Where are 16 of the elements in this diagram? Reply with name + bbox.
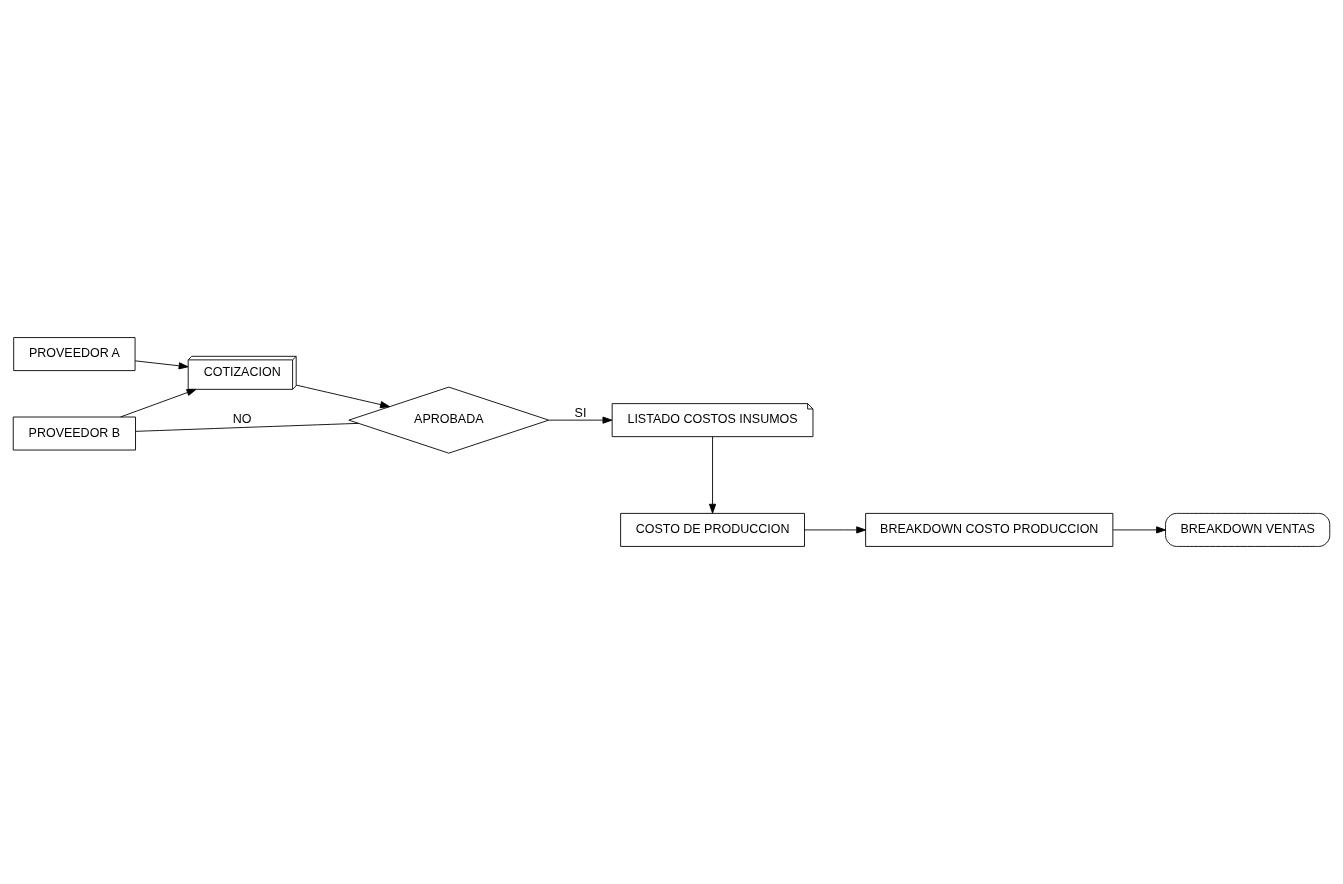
node-box: PROVEEDOR A bbox=[13, 337, 136, 372]
connector bbox=[135, 422, 359, 432]
node-box: COSTO DE PRODUCCION bbox=[620, 512, 805, 547]
edge-label: NO bbox=[232, 411, 252, 426]
arrow bbox=[295, 384, 390, 409]
node-box: PROVEEDOR B bbox=[12, 416, 136, 451]
arrow bbox=[120, 388, 197, 418]
arrow bbox=[1112, 526, 1166, 534]
arrow bbox=[709, 436, 717, 514]
arrow bbox=[804, 526, 867, 534]
edge-label: SI bbox=[574, 405, 587, 420]
node-diamond: APROBADA bbox=[348, 386, 550, 454]
node-box: BREAKDOWN VENTAS bbox=[1165, 512, 1331, 547]
node-box: BREAKDOWN COSTO PRODUCCION bbox=[865, 512, 1114, 547]
arrow bbox=[548, 416, 613, 424]
arrow bbox=[134, 360, 189, 370]
